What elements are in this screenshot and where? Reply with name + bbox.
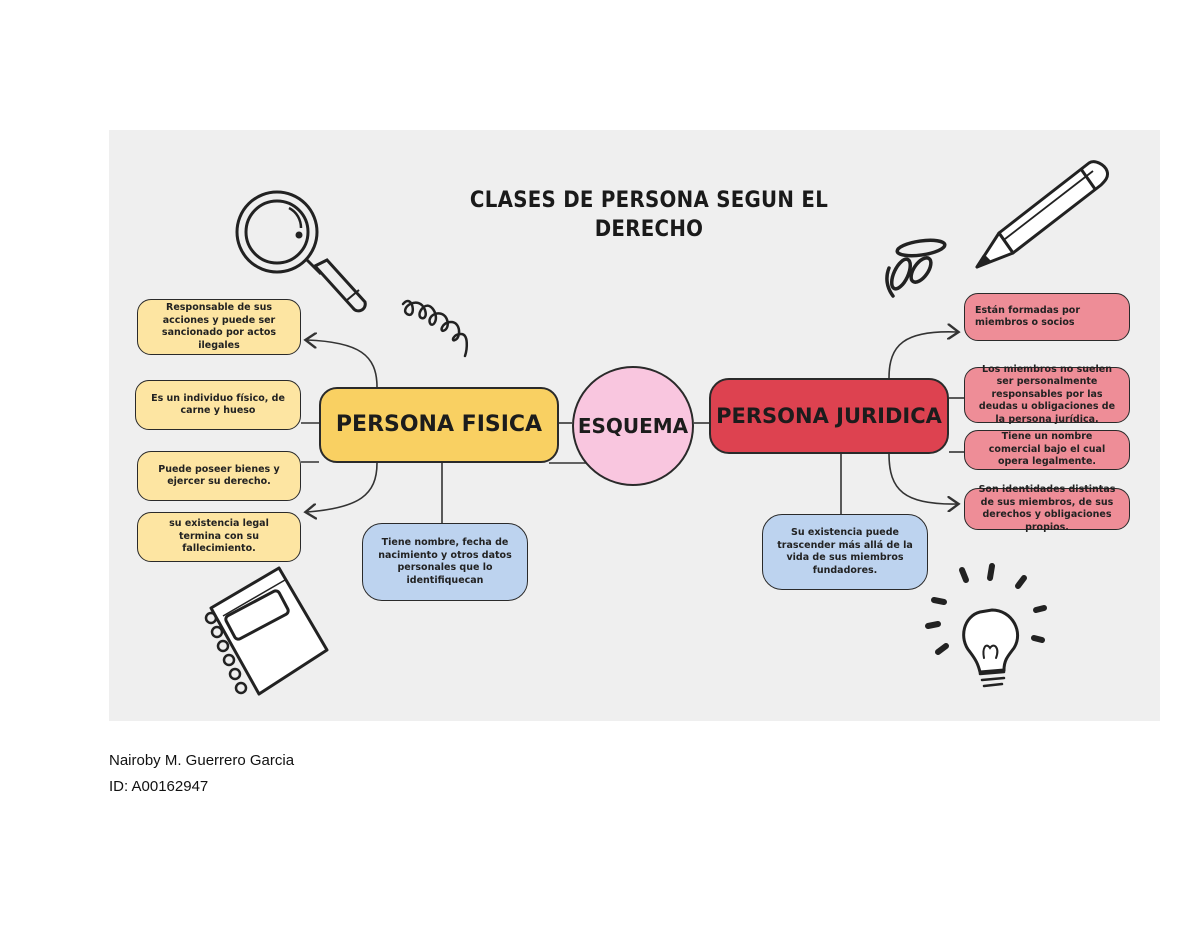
mind-map-canvas: CLASES DE PERSONA SEGUN EL DERECHO Respo…	[109, 130, 1160, 721]
magnifier-icon	[235, 190, 367, 313]
juridica-item-3: Tiene un nombre comercial bajo el cual o…	[964, 430, 1130, 470]
persona-juridica-node: PERSONA JURIDICA	[709, 378, 949, 454]
arrow-fisica-4	[307, 462, 378, 512]
connector-lines	[301, 130, 964, 523]
fisica-item-3: Puede poseer bienes y ejercer su derecho…	[137, 451, 301, 501]
esquema-node: ESQUEMA	[572, 366, 694, 486]
fisica-note: Tiene nombre, fecha de nacimiento y otro…	[362, 523, 528, 601]
fisica-item-1: Responsable de sus acciones y puede ser …	[137, 299, 301, 355]
spring-icon	[401, 299, 468, 358]
notebook-icon	[204, 566, 329, 696]
arrow-fisica-1	[307, 340, 378, 388]
splash-icon	[885, 238, 947, 298]
arrow-juridica-1	[888, 332, 957, 379]
lightbulb-icon	[925, 563, 1047, 688]
fisica-item-4: su existencia legal termina con su falle…	[137, 512, 301, 562]
juridica-note: Su existencia puede trascender más allá …	[762, 514, 928, 590]
persona-fisica-node: PERSONA FISICA	[319, 387, 559, 463]
page-title: CLASES DE PERSONA SEGUN EL DERECHO	[469, 188, 829, 242]
juridica-item-2: Los miembros no suelen ser personalmente…	[964, 364, 1130, 425]
pencil-icon	[975, 160, 1109, 269]
juridica-item-1: Están formadas por miembros o socios	[964, 293, 1130, 341]
arrow-juridica-4	[888, 453, 957, 504]
juridica-item-4: Son identidades distintas de sus miembro…	[964, 484, 1130, 533]
fisica-item-2: Es un individuo físico, de carne y hueso	[135, 380, 301, 430]
author-name: Nairoby M. Guerrero Garcia	[109, 752, 295, 769]
author-id: ID: A00162947	[109, 778, 209, 795]
